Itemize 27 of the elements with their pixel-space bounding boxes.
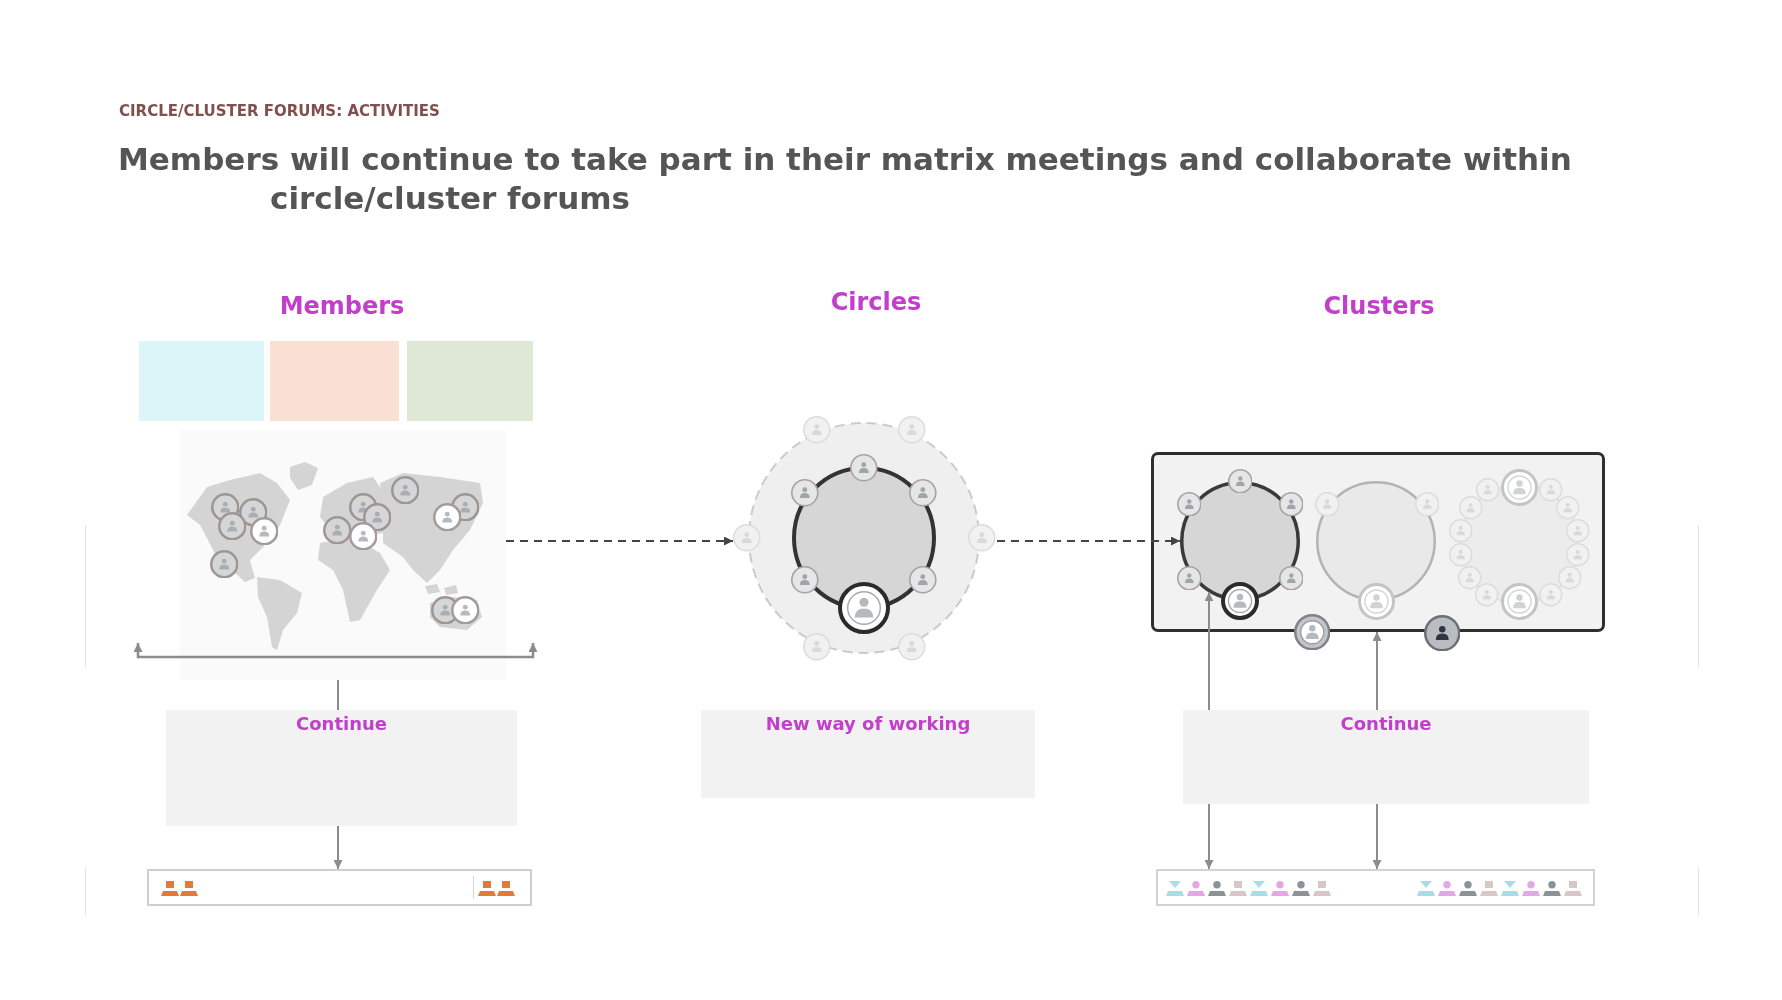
box-heading: Continue <box>296 713 387 735</box>
column-heading: Circles <box>830 288 922 317</box>
arrow <box>1372 631 1382 711</box>
connector-line <box>337 679 339 711</box>
column-heading: Members <box>279 292 405 321</box>
arrow <box>1204 803 1214 870</box>
arrow <box>1204 591 1214 711</box>
box-heading: Continue <box>1340 713 1432 735</box>
dashed-arrow <box>996 536 1181 546</box>
blank-panel <box>139 341 264 421</box>
dashed-arrow <box>505 536 734 546</box>
page-title: Members will continue to take part in their matrix meetings and collaborate within circle/cluster forums <box>118 140 1573 218</box>
map-panel <box>180 430 506 680</box>
blank-panel <box>407 341 533 421</box>
cluster-panel <box>1151 452 1605 632</box>
process-box <box>1183 710 1589 804</box>
process-box <box>166 710 517 826</box>
icon-strip <box>147 869 532 906</box>
section-label: CIRCLE/CLUSTER FORUMS: ACTIVITIES <box>119 102 440 120</box>
box-heading: New way of working <box>765 713 971 735</box>
circle-diagram <box>733 415 997 663</box>
icon-strip <box>1156 869 1595 906</box>
arrow <box>1372 803 1382 870</box>
column-heading: Clusters <box>1323 292 1435 321</box>
arrow <box>333 825 343 870</box>
blank-panel <box>270 341 399 421</box>
member-circle <box>1316 481 1436 601</box>
